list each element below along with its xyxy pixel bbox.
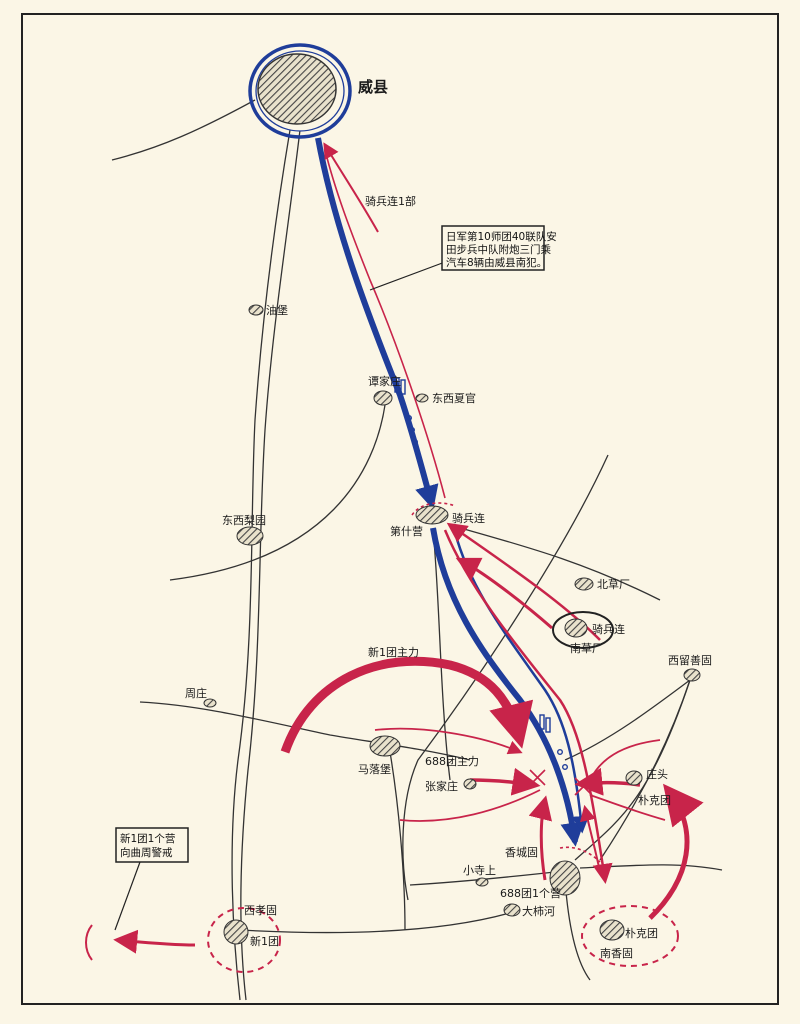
label-zhouzhuang: 周庄 [185, 686, 207, 700]
road-zhuangtou-s [599, 679, 691, 861]
front-lines [411, 502, 601, 863]
label-puke-2: 朴克团 [625, 926, 658, 940]
road-diagonal-nw [402, 454, 609, 901]
enemy-note-line-2: 田步兵中队附炮三门乘 [446, 243, 551, 256]
label-zhuangtou: 庄头 [646, 767, 668, 781]
settlement-xiliu [683, 668, 701, 682]
road-xixiao-east [239, 909, 521, 934]
settlement-nanxiang [599, 919, 625, 941]
label-xiliuxuyuan: 西留善固 [668, 653, 712, 667]
cavalry-shadow [324, 149, 446, 499]
label-weixian: 威县 [358, 78, 388, 96]
zhangjia-south-arc [399, 789, 541, 822]
xiangcheng-up-arrow-2 [580, 804, 601, 873]
road-zhouzhuang [139, 701, 471, 761]
settlement-youbao [248, 304, 264, 316]
settlement-dalin [503, 903, 521, 917]
label-cavalry-2: 骑兵连 [592, 623, 625, 636]
road-dishi-south [432, 529, 451, 781]
label-cavalry-1: 骑兵连 [452, 512, 485, 525]
road-dishi-east [449, 524, 661, 601]
label-zhangjiazhuang: 张家庄 [425, 779, 458, 793]
settlements [203, 304, 701, 945]
settlement-tanjia [373, 390, 393, 406]
settlement-zhouzhuang [203, 698, 217, 708]
label-688-battalion: 688团1个营 [500, 886, 561, 900]
cavalry-nancao-attack [455, 557, 553, 630]
settlement-xiangcheng [549, 860, 581, 896]
puke-arc-south [589, 794, 666, 821]
label-beicaochang: 北草厂 [597, 578, 630, 591]
settlement-zhangjia [463, 778, 477, 790]
road-network [111, 99, 723, 1001]
label-nancaochang: 南草厂 [570, 642, 603, 655]
settlement-dongxili [236, 526, 264, 546]
road-xiangcheng-east [579, 864, 723, 871]
r688-attack [469, 767, 541, 796]
label-xiangchenggu: 香城固 [505, 846, 538, 859]
nanxiang-ring [581, 905, 679, 967]
map-frame [21, 13, 779, 1005]
road-tanjia-west [169, 404, 386, 581]
label-dishiying: 第什营 [390, 524, 423, 538]
new1-west-move [113, 929, 196, 954]
cavalry-hq-probe [323, 142, 379, 233]
enemy-route-north [315, 137, 439, 510]
cavalry-follow [443, 529, 613, 884]
road-maluo-south [389, 751, 406, 931]
guard-note-line-1: 新1团1个营 [120, 832, 175, 845]
label-688-main: 688团主力 [425, 755, 479, 768]
guard-note: 新1团1个营 向曲周警戒 [114, 827, 189, 931]
west-guard-arc [85, 924, 93, 961]
settlement-zhuangtou [625, 770, 643, 786]
settlement-dishi [415, 505, 449, 525]
label-youbao: 油堡 [266, 303, 288, 317]
label-new1-unit: 新1团 [250, 934, 279, 948]
guard-note-line-2: 向曲周警戒 [120, 846, 173, 859]
unit-labels: 骑兵连1部 骑兵连 骑兵连 新1团主力 688团主力 朴克团 688团1个营 新… [250, 194, 671, 948]
settlement-xiaosi [475, 877, 489, 887]
enemy-note: 日军第10师团40联队安 田步兵中队附炮三门乘 汽车8辆由威县南犯。 [369, 225, 557, 291]
weixian-city [248, 43, 352, 139]
enemy-note-line-1: 日军第10师团40联队安 [446, 230, 557, 243]
label-dongxilitun: 东西梨园 [222, 513, 266, 527]
xiangcheng-up-arrow [528, 795, 552, 881]
enemy-vehicles [394, 377, 569, 771]
settlement-dongxixiaguan [415, 393, 429, 403]
label-xixiaogu: 西孝固 [244, 904, 277, 917]
label-maluobao: 马落堡 [358, 762, 391, 776]
label-nanxianggu: 南香固 [600, 947, 633, 960]
enemy-route-south [430, 527, 585, 847]
road-weixian-south-west [231, 129, 291, 1001]
puke-arc-north [589, 739, 661, 781]
road-weixian-west [111, 99, 256, 161]
label-xiaosishang: 小寺上 [463, 864, 496, 877]
enemy-route-south-2 [453, 531, 590, 834]
label-dongxixiaguan: 东西夏官 [432, 391, 476, 405]
label-tanjiazhuang: 谭家庄 [368, 374, 401, 388]
r688-arc [374, 727, 523, 755]
settlement-nancao [564, 618, 588, 638]
road-xiangcheng-ne [574, 679, 691, 861]
settlement-xixiao [223, 919, 249, 945]
enemy-note-line-3: 汽车8辆由威县南犯。 [446, 256, 547, 269]
label-dalinhe: 大柿河 [522, 904, 555, 918]
unit-position-rings [207, 611, 679, 973]
nancao-ring [552, 611, 614, 649]
settlement-maluo [369, 735, 401, 757]
label-puke-1: 朴克团 [638, 793, 671, 807]
xixiao-ring [207, 907, 281, 973]
road-weixian-south-west-2 [240, 129, 301, 1001]
settlement-beicao [574, 577, 594, 591]
puke-south-swing [648, 783, 704, 920]
new1-main-arc [280, 656, 534, 754]
label-new1-main: 新1团主力 [368, 645, 419, 659]
label-cavalry-hq: 骑兵连1部 [365, 194, 416, 208]
place-labels: 威县 油堡 谭家庄 东西夏官 东西梨园 第什营 北草厂 南草厂 西留善固 周庄 … [185, 78, 712, 960]
